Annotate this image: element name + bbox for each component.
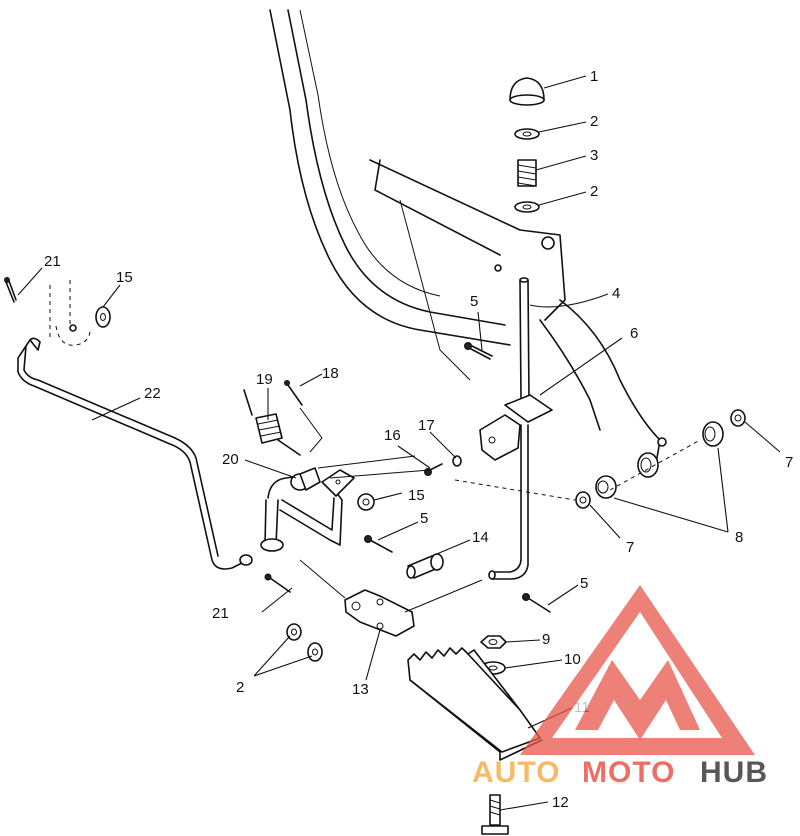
watermark-text-hub: HUB xyxy=(700,756,768,789)
watermark-text-moto: MOTO xyxy=(582,756,675,789)
callout-3: 3 xyxy=(590,147,598,164)
pin-part-18 xyxy=(284,380,303,406)
washer-part-7-mid xyxy=(575,491,591,509)
watermark-letter-m xyxy=(575,660,700,740)
spring-part-3 xyxy=(517,159,537,187)
pedal-part-11 xyxy=(407,647,543,761)
callout-4: 4 xyxy=(612,285,620,302)
shift-linkage-rod xyxy=(17,337,253,570)
callout-17: 17 xyxy=(418,417,435,434)
callout-2-lower: 2 xyxy=(236,679,244,696)
callout-5-middle: 5 xyxy=(420,510,428,527)
spring-part-19 xyxy=(243,389,301,456)
callout-21-bottom: 21 xyxy=(212,605,229,622)
cap-part-1 xyxy=(509,77,545,106)
callout-7-mid: 7 xyxy=(626,539,634,556)
bolt-part-5-lower xyxy=(522,593,551,613)
washer-part-7-right xyxy=(730,409,746,427)
bolt-part-5-middle xyxy=(364,535,393,553)
watermark-text-auto: AUTO xyxy=(472,756,560,789)
frame-panel xyxy=(269,9,667,471)
callout-16: 16 xyxy=(384,427,401,444)
callout-12: 12 xyxy=(552,794,569,811)
callout-1: 1 xyxy=(590,68,598,85)
shifter-rod xyxy=(488,277,530,580)
callout-15-mid: 15 xyxy=(408,487,425,504)
pedal-bracket-part-13 xyxy=(344,589,415,637)
leader-lines xyxy=(17,75,781,811)
washer-part-2-lower-a xyxy=(286,623,302,641)
callout-22: 22 xyxy=(144,385,161,402)
callout-2-top: 2 xyxy=(590,113,598,130)
washer-part-2-mid xyxy=(514,201,540,213)
callout-19: 19 xyxy=(256,371,273,388)
callout-5-upper: 5 xyxy=(470,293,478,310)
callout-labels: 1 2 3 2 4 5 6 7 21 15 22 19 18 16 17 20 … xyxy=(44,68,793,811)
callout-7-right: 7 xyxy=(785,454,793,471)
callout-5-lower: 5 xyxy=(580,575,588,592)
callout-6: 6 xyxy=(630,325,638,342)
bushing-part-8-right xyxy=(702,421,724,447)
bushing-part-8-mid xyxy=(595,475,617,499)
bolt-part-12 xyxy=(481,794,509,835)
nut-part-9 xyxy=(480,635,507,649)
callout-13: 13 xyxy=(352,681,369,698)
washer-part-15-mid xyxy=(357,493,375,511)
pivot-bushing xyxy=(637,452,659,478)
callout-18: 18 xyxy=(322,365,339,382)
watermark-logo xyxy=(520,585,755,755)
washer-part-15-left xyxy=(95,306,111,328)
callout-20: 20 xyxy=(222,451,239,468)
pivot-pin-part-14 xyxy=(406,553,444,579)
cotter-pin-part-21-bottom xyxy=(264,573,291,593)
callout-2-mid: 2 xyxy=(590,183,598,200)
rod-guide-bracket xyxy=(479,394,553,461)
callout-10: 10 xyxy=(564,651,581,668)
callout-9: 9 xyxy=(542,631,550,648)
washer-part-2-lower-b xyxy=(307,642,323,662)
callout-15-left: 15 xyxy=(116,269,133,286)
callout-8: 8 xyxy=(735,529,743,546)
nut-part-17 xyxy=(452,455,462,467)
cotter-pin-part-21-top xyxy=(4,277,17,303)
bolt-part-5-upper xyxy=(464,342,493,360)
washer-part-2-top xyxy=(514,128,540,140)
callout-21-top: 21 xyxy=(44,253,61,270)
callout-14: 14 xyxy=(472,529,489,546)
shift-lever-part-20 xyxy=(260,467,355,552)
